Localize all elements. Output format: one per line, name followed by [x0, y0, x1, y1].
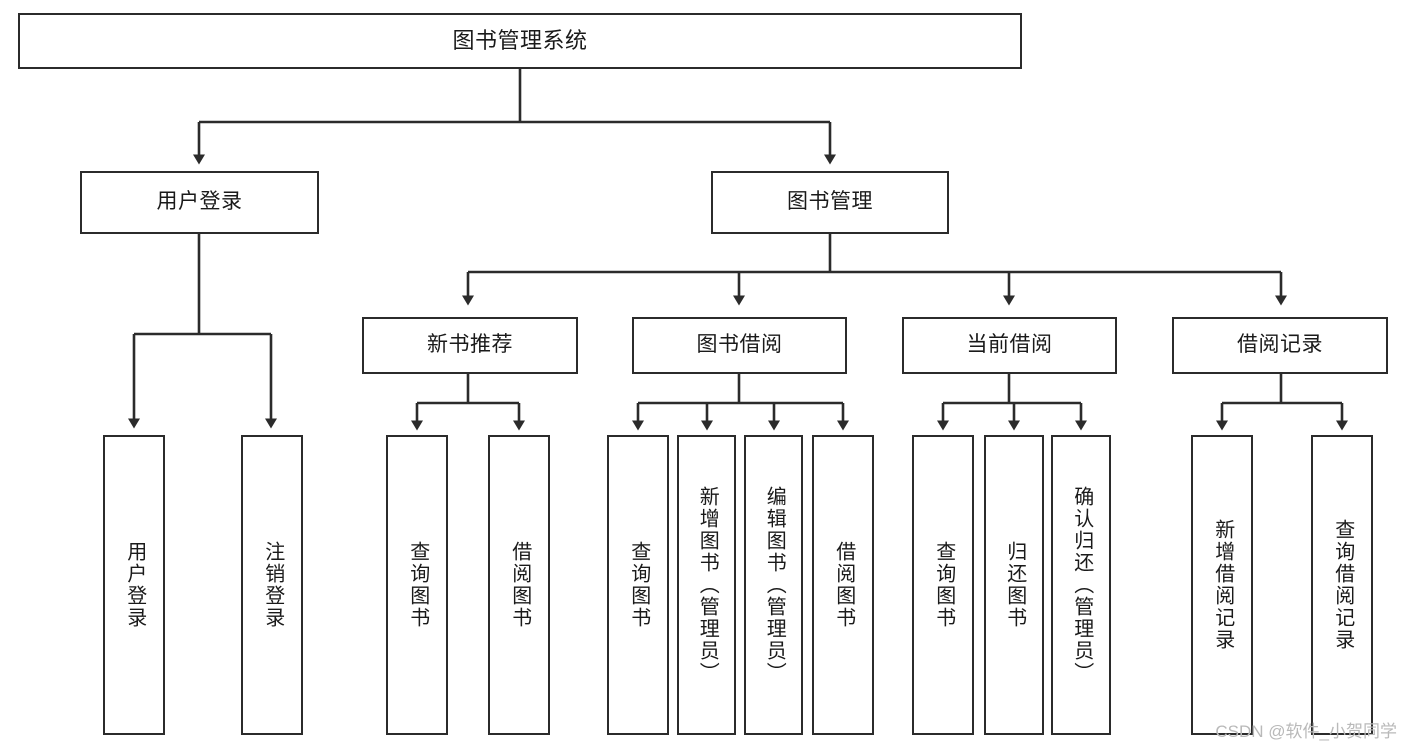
node-label: 查询图书 [406, 541, 429, 629]
leaf-logout[interactable]: 注销登录 [241, 435, 303, 735]
node-label: 查询图书 [932, 541, 955, 629]
node-current-borrow[interactable]: 当前借阅 [902, 317, 1117, 374]
leaf-borrow-book[interactable]: 借阅图书 [812, 435, 874, 735]
node-label: 图书管理系统 [452, 28, 588, 54]
node-book-borrow[interactable]: 图书借阅 [632, 317, 847, 374]
leaf-confirm-return-admin[interactable]: 确认归还（管理员） [1051, 435, 1111, 735]
node-label: 查询借阅记录 [1331, 519, 1354, 651]
node-label: 图书管理 [787, 190, 873, 214]
leaf-return-book[interactable]: 归还图书 [984, 435, 1044, 735]
node-label: 用户登录 [123, 541, 146, 629]
node-user-login[interactable]: 用户登录 [80, 171, 319, 234]
node-label: 新增图书（管理员） [696, 486, 719, 684]
leaf-query-borrow-record[interactable]: 查询借阅记录 [1311, 435, 1373, 735]
leaf-edit-book-admin[interactable]: 编辑图书（管理员） [744, 435, 803, 735]
node-label: 新书推荐 [427, 333, 513, 357]
node-label: 归还图书 [1003, 541, 1026, 629]
leaf-user-login[interactable]: 用户登录 [103, 435, 165, 735]
node-new-book-recommend[interactable]: 新书推荐 [362, 317, 578, 374]
leaf-query-book-borrow[interactable]: 查询图书 [607, 435, 669, 735]
node-label: 新增借阅记录 [1211, 519, 1234, 651]
node-label: 用户登录 [156, 190, 243, 214]
node-label: 借阅图书 [508, 541, 531, 629]
node-label: 图书借阅 [696, 333, 783, 357]
leaf-add-book-admin[interactable]: 新增图书（管理员） [677, 435, 736, 735]
node-book-management[interactable]: 图书管理 [711, 171, 949, 234]
node-borrow-record[interactable]: 借阅记录 [1172, 317, 1388, 374]
node-label: 确认归还（管理员） [1070, 486, 1093, 684]
node-label: 当前借阅 [966, 333, 1053, 357]
leaf-query-book-new[interactable]: 查询图书 [386, 435, 448, 735]
watermark-text: CSDN @软件_小贺同学 [1215, 722, 1397, 741]
node-label: 借阅记录 [1237, 333, 1323, 357]
leaf-borrow-book-new[interactable]: 借阅图书 [488, 435, 550, 735]
node-label: 注销登录 [261, 541, 284, 629]
node-root-system[interactable]: 图书管理系统 [18, 13, 1022, 69]
node-label: 查询图书 [627, 541, 650, 629]
node-label: 借阅图书 [832, 541, 855, 629]
leaf-add-borrow-record[interactable]: 新增借阅记录 [1191, 435, 1253, 735]
leaf-query-book-current[interactable]: 查询图书 [912, 435, 974, 735]
node-label: 编辑图书（管理员） [763, 486, 786, 684]
